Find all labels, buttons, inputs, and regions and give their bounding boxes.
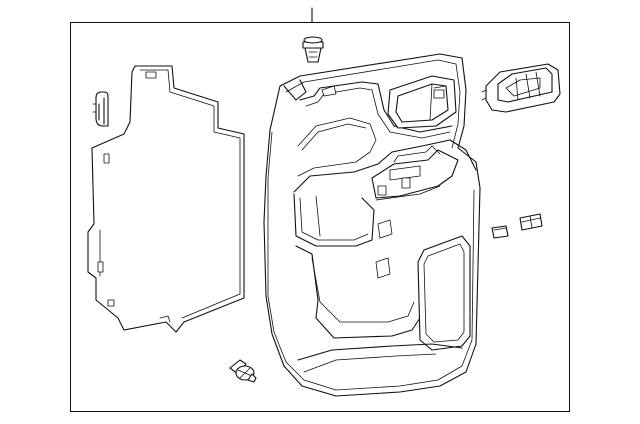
water-deflector (87, 65, 245, 333)
deflector-clip (92, 91, 109, 127)
trim-clip-pair (491, 213, 543, 239)
retainer-plug (302, 36, 324, 63)
push-pin-fastener (229, 359, 257, 383)
door-trim-panel (263, 53, 481, 397)
diagram-frame (70, 22, 570, 412)
door-handle-bezel (481, 63, 561, 113)
